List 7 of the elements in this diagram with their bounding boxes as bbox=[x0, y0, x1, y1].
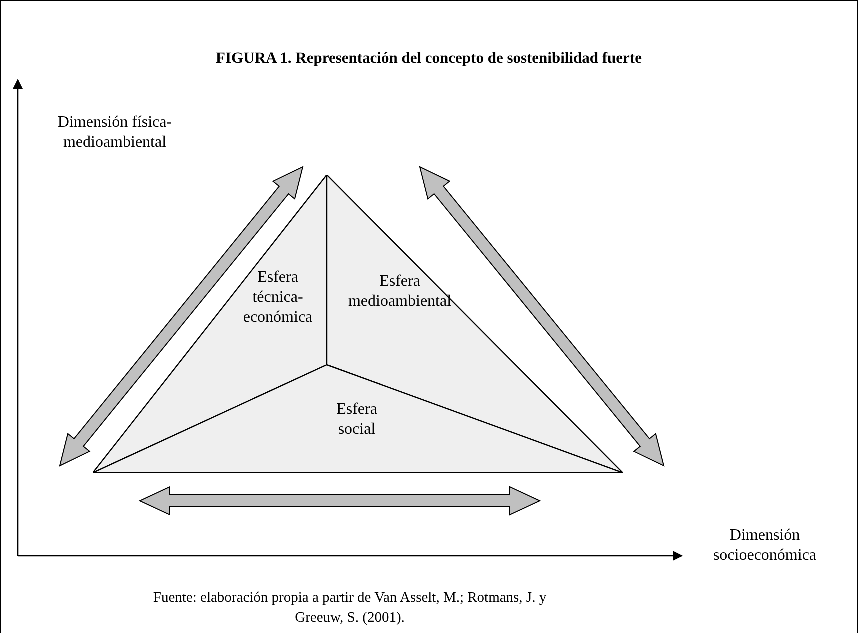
axis-label: Dimensión socioeconómica bbox=[712, 526, 818, 566]
figure-title: FIGURA 1. Representación del concepto de sostenibilidad fuerte bbox=[215, 49, 643, 69]
axis-label: Dimensión física-medioambiental bbox=[56, 113, 174, 153]
region-label: Esfera social bbox=[336, 400, 378, 440]
region-label: Esfera técnica-económica bbox=[242, 268, 314, 328]
region-label: Esfera medioambiental bbox=[347, 272, 453, 312]
caption: Fuente: elaboración propia a partir de Van Asselt, M.; Rotmans, J. y Greeuw, S. (2001). bbox=[152, 589, 548, 628]
